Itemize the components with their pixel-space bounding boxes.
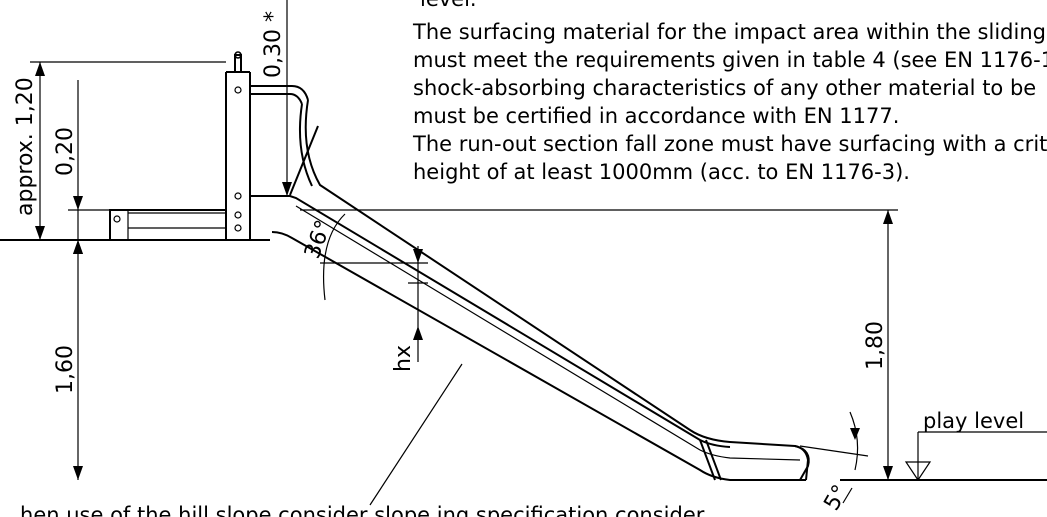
runout-curl: [794, 445, 810, 481]
angle-runout-arc-bottom: [842, 487, 853, 504]
dim-slide-drop: 1,80: [300, 209, 898, 480]
bolt-1: [234, 86, 242, 94]
leader-line: [369, 363, 463, 506]
angle-top-arc: [322, 213, 346, 301]
slide-strut-end: [699, 439, 716, 481]
bottom-note: ...hen use of the hill slope consider sl…: [0, 503, 723, 517]
angle-runout: 5°: [799, 411, 869, 515]
dim-rail-label: 0,20: [53, 127, 78, 176]
hand-rail-lower: [250, 93, 303, 105]
post-cap: [234, 54, 242, 73]
dim-approx-label: approx. 1,20: [13, 77, 38, 216]
bolt-5: [113, 215, 121, 223]
slide-bed-inner: [295, 205, 801, 461]
dim-top-gap-label: 0,30 *: [261, 11, 286, 78]
start-platform: [109, 51, 309, 241]
slide-strut-end-2: [705, 439, 722, 481]
angle-runout-arc-top: [849, 411, 859, 471]
sitting-bar: [109, 209, 227, 241]
arrow-hx-bottom: [413, 326, 423, 340]
dim-hx: hx: [320, 246, 428, 372]
arrow-hill-bottom: [73, 466, 83, 480]
note-line-4: must be certified in accordance with EN …: [413, 104, 899, 128]
arrow-hill-top: [73, 240, 83, 254]
arrow-down: [35, 226, 45, 240]
angle-runout-ref: [799, 445, 869, 457]
hand-rail-upper: [250, 85, 309, 101]
dim-hill-height: 1,60: [53, 240, 83, 480]
post-cap-knob: [234, 51, 242, 59]
bolt-2: [234, 192, 242, 200]
dim-hx-label: hx: [391, 345, 416, 372]
play-level-triangle: [904, 461, 932, 482]
note-line-5: The run-out section fall zone must have …: [412, 132, 1047, 156]
dim-top-gap: 0,30 *: [261, 0, 292, 196]
play-level-label: play level: [923, 409, 1024, 433]
arrow-runout-1: [850, 428, 860, 440]
arrow-top-gap: [282, 182, 292, 196]
dim-approx-height: approx. 1,20: [13, 61, 226, 240]
arrow-slide-bottom: [883, 466, 893, 480]
note-line-1: The surfacing material for the impact ar…: [412, 20, 1046, 44]
slide-strut-top: [289, 125, 319, 196]
dim-hill-label: 1,60: [53, 345, 78, 394]
dim-slide-label: 1,80: [863, 321, 888, 370]
slide-side-wall-inner: [298, 103, 313, 187]
angle-top-label: 36°: [300, 217, 337, 262]
play-level-marker: play level: [904, 409, 1047, 482]
dim-rail-height: 0,20: [53, 80, 110, 254]
slide-body: [250, 99, 810, 481]
arrow-up: [35, 62, 45, 76]
arrow-hx-top: [413, 249, 423, 263]
slide-bed-bottom: [271, 231, 806, 481]
note-line-3: shock-absorbing characteristics of any o…: [413, 76, 1036, 100]
arrow-slide-top: [883, 210, 893, 224]
notes-block: level. The surfacing material for the im…: [412, 0, 1047, 184]
bolt-3: [234, 211, 242, 219]
ground-profile: [0, 239, 1047, 481]
angle-top: 36°: [300, 213, 346, 301]
arrow-rail-top: [73, 196, 83, 210]
angle-runout-label: 5°: [820, 481, 854, 515]
note-line-0: level.: [420, 0, 477, 11]
note-line-6: height of at least 1000mm (acc. to EN 11…: [413, 160, 910, 184]
note-line-2: must meet the requirements given in tabl…: [413, 48, 1047, 72]
bolt-4: [234, 224, 242, 232]
slide-side-wall-outer: [304, 99, 810, 481]
